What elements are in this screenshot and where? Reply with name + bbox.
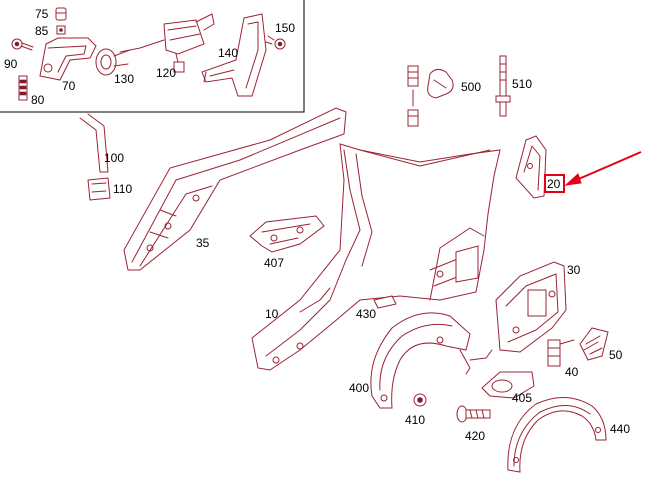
part-140-hinge-bracket — [201, 13, 267, 97]
part-440-wheel-liner — [507, 397, 607, 473]
label-part-20: 20 — [547, 177, 561, 191]
part-120-lock-motor — [119, 13, 215, 73]
label-part-150: 150 — [275, 21, 296, 35]
label-part-10: 10 — [265, 307, 279, 321]
label-part-140: 140 — [218, 46, 239, 60]
part-110-grommet — [87, 177, 111, 201]
label-part-75: 75 — [35, 7, 49, 21]
label-part-30: 30 — [567, 263, 581, 277]
label-part-110: 110 — [113, 182, 133, 196]
label-part-120: 120 — [156, 66, 177, 80]
label-part-400: 400 — [349, 381, 370, 395]
part-10-quarter-panel — [251, 143, 501, 371]
label-part-430: 430 — [356, 307, 377, 321]
label-part-440: 440 — [610, 422, 631, 436]
part-75-plug — [55, 7, 67, 21]
label-part-50: 50 — [609, 348, 623, 362]
part-80-clip — [18, 75, 28, 101]
label-part-407: 407 — [264, 256, 285, 270]
label-part-40: 40 — [565, 365, 579, 379]
label-part-510: 510 — [512, 77, 533, 91]
wrench-icon — [427, 68, 454, 99]
part-420-screw — [456, 405, 491, 423]
part-70-bracket — [39, 37, 97, 81]
label-part-500: 500 — [461, 80, 482, 94]
part-430-cover — [373, 295, 397, 309]
inset-frame — [0, 0, 305, 113]
label-part-70: 70 — [62, 79, 76, 93]
part-90-bolt — [11, 38, 34, 51]
part-150-screw — [265, 35, 286, 50]
label-part-100: 100 — [104, 151, 125, 165]
part-410-nut — [413, 393, 427, 407]
label-part-90: 90 — [4, 57, 18, 71]
red-arrow-pointer-icon — [564, 151, 642, 186]
part-30-wheelhouse-panel — [495, 261, 567, 353]
label-part-85: 85 — [35, 24, 49, 38]
part-50-grille — [579, 327, 609, 361]
label-part-35: 35 — [196, 236, 210, 250]
part-85-clip — [56, 25, 66, 35]
label-part-405: 405 — [512, 391, 533, 405]
part-405-bracket — [469, 349, 535, 399]
part-40-clip — [547, 339, 575, 367]
part-20-bracket — [515, 135, 547, 199]
part-500-studs — [407, 65, 419, 127]
part-400-wheel-liner — [370, 312, 471, 409]
part-35-inner-panel — [123, 107, 347, 271]
part-510-bolt — [495, 55, 511, 117]
label-part-130: 130 — [114, 72, 135, 86]
label-part-420: 420 — [465, 429, 486, 443]
label-part-80: 80 — [31, 93, 45, 107]
part-100-drain-hose — [79, 113, 109, 173]
highlight-box-part-20 — [544, 174, 565, 193]
label-part-410: 410 — [405, 413, 426, 427]
part-407-bracket — [249, 215, 325, 253]
